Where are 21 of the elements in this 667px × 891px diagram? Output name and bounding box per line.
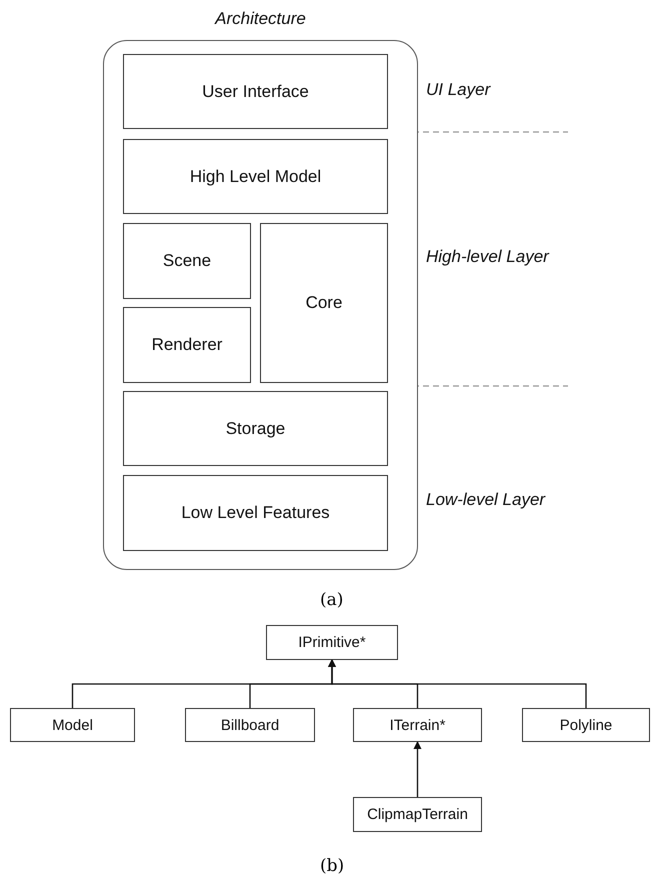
subfigure-caption: (b) xyxy=(320,856,344,876)
module-box: Renderer xyxy=(123,307,251,383)
module-box: Storage xyxy=(123,391,388,466)
inheritance-arrow xyxy=(328,659,587,708)
subfigure-caption: (a) xyxy=(320,590,344,610)
module-box: High Level Model xyxy=(123,139,388,214)
node-label: Architecture xyxy=(214,9,307,29)
class-box: ITerrain* xyxy=(353,708,482,742)
module-box: User Interface xyxy=(123,54,388,129)
module-box: Core xyxy=(260,223,388,383)
class-box: Billboard xyxy=(185,708,315,742)
layer-label: UI Layer xyxy=(426,80,490,100)
module-box: Scene xyxy=(123,223,251,299)
class-box: ClipmapTerrain xyxy=(353,797,482,832)
class-box: Polyline xyxy=(522,708,650,742)
layer-label: High-level Layer xyxy=(426,247,549,267)
inheritance-arrow xyxy=(414,741,422,797)
layer-label: Low-level Layer xyxy=(426,490,546,510)
class-box: IPrimitive* xyxy=(266,625,398,660)
class-box: Model xyxy=(10,708,135,742)
module-box: Low Level Features xyxy=(123,475,388,551)
